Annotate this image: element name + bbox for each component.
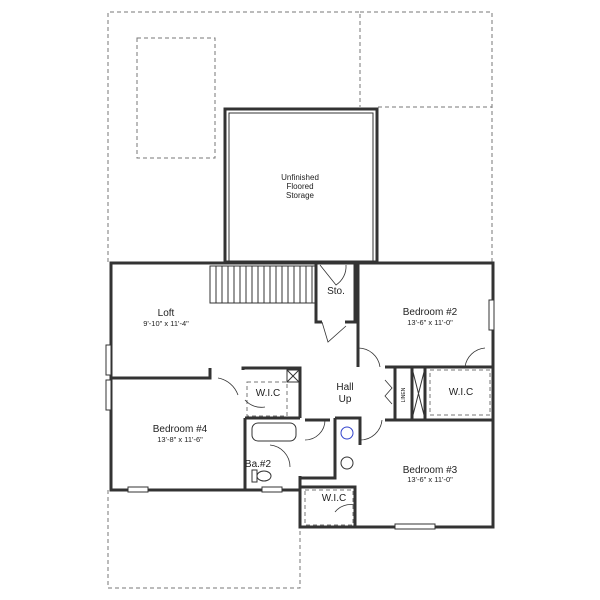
exterior-walls <box>105 261 495 530</box>
loft-dims: 9'-10" x 11'-4" <box>143 319 189 328</box>
roof-outline <box>107 11 493 589</box>
hall-label: Hall <box>336 382 353 393</box>
bedroom2-label: Bedroom #2 <box>403 307 458 318</box>
room-labels: Sto. Loft 9'-10" x 11'-4" Bedroom #2 13'… <box>143 286 473 504</box>
bathtub-icon <box>251 422 297 442</box>
bath2-label: Ba.#2 <box>245 459 272 470</box>
loft-label: Loft <box>158 308 175 319</box>
bedroom3-label: Bedroom #3 <box>403 465 458 476</box>
room-unfinished-storage: Unfinished Floored Storage <box>223 107 379 264</box>
sto-label: Sto. <box>327 286 345 297</box>
linen-label: LINEN <box>401 387 407 402</box>
skylight-outline <box>136 37 216 159</box>
toilet-tank-icon <box>251 469 258 483</box>
bedroom3-dims: 13'-6" x 11'-0" <box>407 475 453 484</box>
bedroom4-label: Bedroom #4 <box>153 424 208 435</box>
hall-up-label: Up <box>339 394 352 405</box>
interior-walls <box>111 263 493 527</box>
storage-label-2: Floored <box>286 182 313 191</box>
bath-fixtures <box>251 422 354 483</box>
staircase <box>209 265 317 304</box>
wic-bed4-label: W.I.C <box>256 388 280 399</box>
bedroom2-dims: 13'-6" x 11'-0" <box>407 318 453 327</box>
wic-bed2-label: W.I.C <box>449 387 473 398</box>
storage-label-3: Storage <box>286 191 315 200</box>
sink-icon <box>340 456 354 470</box>
bedroom4-dims: 13'-8" x 11'-6" <box>157 435 203 444</box>
toilet-icon <box>256 470 272 482</box>
storage-label-1: Unfinished <box>281 173 319 182</box>
doors <box>217 264 486 513</box>
sink-icon <box>340 426 354 440</box>
wic-bed3-label: W.I.C <box>322 493 346 504</box>
